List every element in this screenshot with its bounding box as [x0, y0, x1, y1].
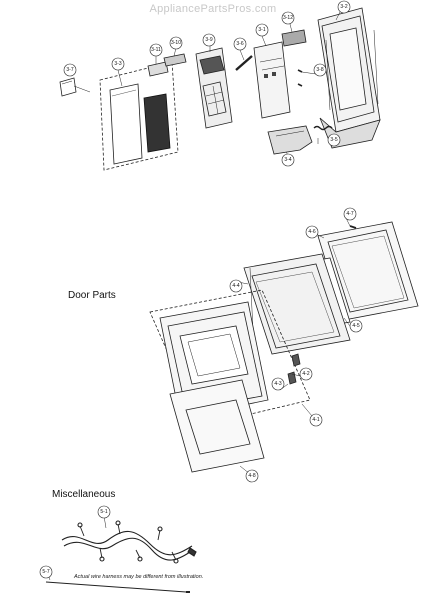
callout-3-3: 3-3: [114, 61, 121, 67]
callout-3-10: 3-10: [171, 40, 181, 46]
callout-3-7: 3-7: [66, 67, 73, 73]
part-3-11-plate: [147, 61, 169, 77]
callout-3-4: 3-4: [284, 157, 291, 163]
callout-3-6: 3-6: [236, 41, 243, 47]
part-3-6-rod: [235, 55, 253, 71]
control-panel-assembly: [59, 7, 381, 171]
part-4-2-4-3-latch: [287, 353, 301, 385]
door-parts-heading: Door Parts: [68, 290, 116, 301]
part-3-4-latch: [267, 125, 313, 155]
callout-3-1: 3-1: [258, 27, 265, 33]
door-assembly: [149, 217, 419, 475]
misc-callouts: [39, 505, 111, 579]
part-3-3-outline: [99, 61, 179, 171]
door-callouts: [229, 207, 363, 483]
part-4-8-door-glass: [169, 379, 265, 473]
part-4-6-door-frame: [317, 221, 419, 321]
callout-3-2: 3-2: [340, 4, 347, 10]
callout-3-8: 3-8: [316, 67, 323, 73]
door-callout-labels: 4-7 4-6 4-4 4-5 4-3 4-2 4-1 4-8: [232, 211, 359, 479]
callout-4-7: 4-7: [346, 211, 353, 217]
part-3-2-housing: [317, 7, 381, 149]
part-3-12-board: [281, 29, 307, 47]
misc-callout-labels: 5-1 5-7: [42, 509, 107, 575]
watermark: AppliancePartsPros.com: [149, 3, 277, 15]
callout-3-9: 3-9: [205, 37, 212, 43]
part-4-4-inner-door: [243, 253, 351, 355]
door-explode-outline: [149, 289, 311, 427]
callout-3-12: 3-12: [283, 15, 293, 21]
part-4-7-screw: [349, 225, 357, 229]
top-callouts: [63, 0, 351, 167]
callout-4-1: 4-1: [312, 417, 319, 423]
callout-3-5: 3-5: [330, 137, 337, 143]
top-callout-labels: 3-7 3-3 3-11 3-10 3-9 3-6 3-1 3-12 3-2 3…: [66, 4, 347, 163]
callout-4-3: 4-3: [274, 381, 281, 387]
part-3-10-plate: [163, 53, 187, 67]
callout-4-4: 4-4: [232, 283, 239, 289]
part-membrane: [143, 93, 171, 153]
part-3-1-board: [253, 41, 291, 119]
part-3-3-panel: [109, 83, 143, 165]
callout-5-7: 5-7: [42, 569, 49, 575]
callout-4-5: 4-5: [352, 323, 359, 329]
miscellaneous-heading: Miscellaneous: [52, 489, 116, 500]
callout-4-8: 4-8: [248, 473, 255, 479]
part-3-5-spring: [313, 125, 333, 131]
harness-note: Actual wire harness may be different fro…: [74, 574, 204, 580]
callout-4-6: 4-6: [308, 229, 315, 235]
part-3-8-screws: [297, 69, 303, 87]
part-3-9-keypad-frame: [195, 47, 233, 129]
part-5-7-lead: [45, 581, 187, 593]
part-3-7-bracket: [59, 77, 77, 97]
callout-4-2: 4-2: [302, 371, 309, 377]
callout-3-11: 3-11: [151, 47, 161, 53]
callout-5-1: 5-1: [100, 509, 107, 515]
wire-harness: [45, 515, 197, 593]
